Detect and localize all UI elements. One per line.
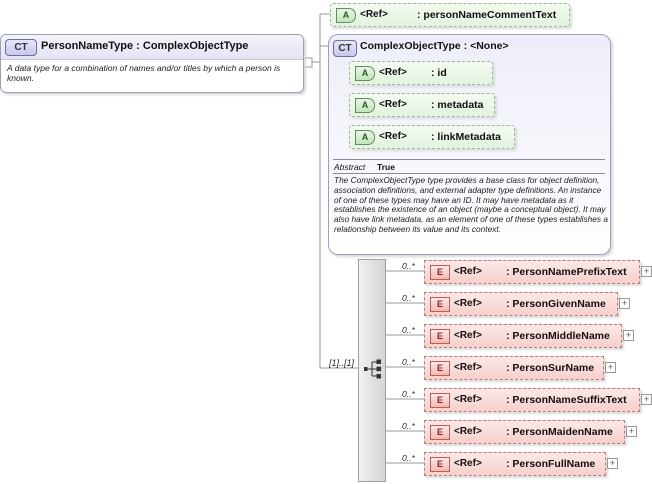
expand-icon[interactable]: + [619, 298, 630, 309]
ref-label: <Ref> [379, 67, 407, 78]
expand-icon[interactable]: + [641, 394, 652, 405]
element-multiplicity: 0..* [402, 357, 415, 367]
element-name: : PersonNamePrefixText [506, 266, 627, 278]
ref-label: <Ref> [454, 458, 482, 469]
element-icon: E [430, 265, 450, 280]
expand-icon[interactable]: + [605, 362, 616, 373]
ref-label: <Ref> [454, 394, 482, 405]
attribute-name: : metadata [431, 99, 484, 111]
base-type-description: The ComplexObjectType type provides a ba… [334, 175, 608, 234]
element-name: : PersonNameSuffixText [506, 394, 627, 406]
element-person-sur-name[interactable]: E <Ref> : PersonSurName [424, 356, 604, 380]
complex-type-icon: CT [5, 39, 37, 56]
person-name-type-box[interactable]: CT PersonNameType : ComplexObjectType A … [0, 34, 304, 93]
base-type-title: ComplexObjectType : <None> [360, 40, 509, 52]
ref-label: <Ref> [454, 426, 482, 437]
complex-object-type-box[interactable]: CT ComplexObjectType : <None> A <Ref> : … [328, 34, 611, 255]
ref-label: <Ref> [379, 99, 407, 110]
ref-label: <Ref> [454, 330, 482, 341]
divider [333, 159, 605, 160]
ref-label: <Ref> [360, 9, 388, 20]
element-name: : PersonSurName [506, 362, 595, 374]
type-description: A data type for a combination of names a… [7, 63, 281, 83]
element-multiplicity: 0..* [402, 325, 415, 335]
element-multiplicity: 0..* [402, 389, 415, 399]
attribute-icon: A [355, 66, 375, 81]
element-name: : PersonGivenName [506, 298, 606, 310]
expand-icon[interactable]: + [626, 426, 637, 437]
ref-label: <Ref> [454, 362, 482, 373]
attribute-name: : linkMetadata [431, 131, 502, 143]
element-icon: E [430, 329, 450, 344]
ref-label: <Ref> [379, 131, 407, 142]
divider [333, 173, 605, 174]
element-person-name-prefix-text[interactable]: E <Ref> : PersonNamePrefixText [424, 260, 640, 284]
abstract-value: True [377, 162, 395, 172]
element-name: : PersonFullName [506, 458, 596, 470]
element-name: : PersonMiddleName [506, 330, 610, 342]
sequence-compositor[interactable] [358, 259, 386, 482]
element-person-full-name[interactable]: E <Ref> : PersonFullName [424, 452, 606, 476]
attribute-metadata[interactable]: A <Ref> : metadata [349, 93, 495, 117]
attribute-icon: A [336, 8, 356, 23]
element-person-middle-name[interactable]: E <Ref> : PersonMiddleName [424, 324, 622, 348]
attribute-icon: A [355, 130, 375, 145]
element-icon: E [430, 457, 450, 472]
element-person-name-suffix-text[interactable]: E <Ref> : PersonNameSuffixText [424, 388, 640, 412]
type-header: CT PersonNameType : ComplexObjectType [1, 35, 303, 60]
abstract-label: Abstract [334, 162, 366, 172]
element-person-given-name[interactable]: E <Ref> : PersonGivenName [424, 292, 618, 316]
attribute-icon: A [355, 98, 375, 113]
attribute-id[interactable]: A <Ref> : id [349, 61, 493, 85]
element-icon: E [430, 297, 450, 312]
sequence-multiplicity: [1]..[1] [329, 358, 355, 368]
attribute-name: : personNameCommentText [417, 9, 557, 21]
element-multiplicity: 0..* [402, 261, 415, 271]
element-multiplicity: 0..* [402, 421, 415, 431]
element-multiplicity: 0..* [402, 293, 415, 303]
element-person-maiden-name[interactable]: E <Ref> : PersonMaidenName [424, 420, 625, 444]
expand-icon[interactable]: + [623, 330, 634, 341]
attribute-name: : id [431, 67, 447, 79]
ref-label: <Ref> [454, 298, 482, 309]
sequence-icon [364, 359, 381, 379]
element-icon: E [430, 425, 450, 440]
element-icon: E [430, 361, 450, 376]
attribute-person-name-comment-text[interactable]: A <Ref> : personNameCommentText [330, 3, 570, 27]
type-title: PersonNameType : ComplexObjectType [41, 40, 249, 52]
element-multiplicity: 0..* [402, 453, 415, 463]
expand-icon[interactable]: + [607, 458, 618, 469]
ref-label: <Ref> [454, 266, 482, 277]
complex-type-icon: CT [333, 40, 357, 57]
expand-icon[interactable]: + [641, 266, 652, 277]
element-name: : PersonMaidenName [506, 426, 613, 438]
attribute-link-metadata[interactable]: A <Ref> : linkMetadata [349, 125, 515, 149]
element-icon: E [430, 393, 450, 408]
